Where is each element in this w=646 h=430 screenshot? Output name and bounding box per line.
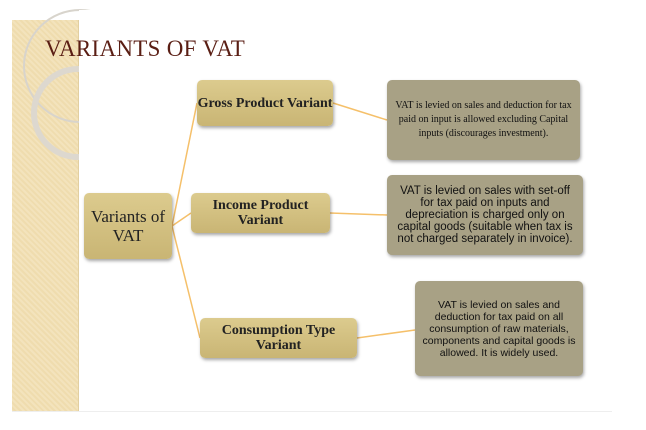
connector-root-consumption bbox=[171, 225, 201, 339]
description-consumption: VAT is levied on sales and deduction for… bbox=[415, 281, 583, 376]
slide-title: VARIANTS OF VAT bbox=[45, 36, 246, 61]
variant-node-gross: Gross Product Variant bbox=[197, 80, 333, 126]
connector-root-gross bbox=[171, 102, 198, 227]
connector-consumption-desc bbox=[356, 329, 416, 339]
connector-gross-desc bbox=[332, 102, 388, 121]
variant-node-consumption: Consumption Type Variant bbox=[200, 318, 357, 358]
connector-root-income bbox=[171, 212, 192, 227]
description-income: VAT is levied on sales with set-off for … bbox=[387, 175, 583, 255]
slide-bottom-edge bbox=[12, 411, 612, 412]
root-node: Variants of VAT bbox=[84, 193, 172, 259]
description-gross: VAT is levied on sales and deduction for… bbox=[387, 80, 580, 160]
variant-node-income: Income Product Variant bbox=[191, 193, 330, 233]
connector-income-desc bbox=[329, 212, 388, 216]
